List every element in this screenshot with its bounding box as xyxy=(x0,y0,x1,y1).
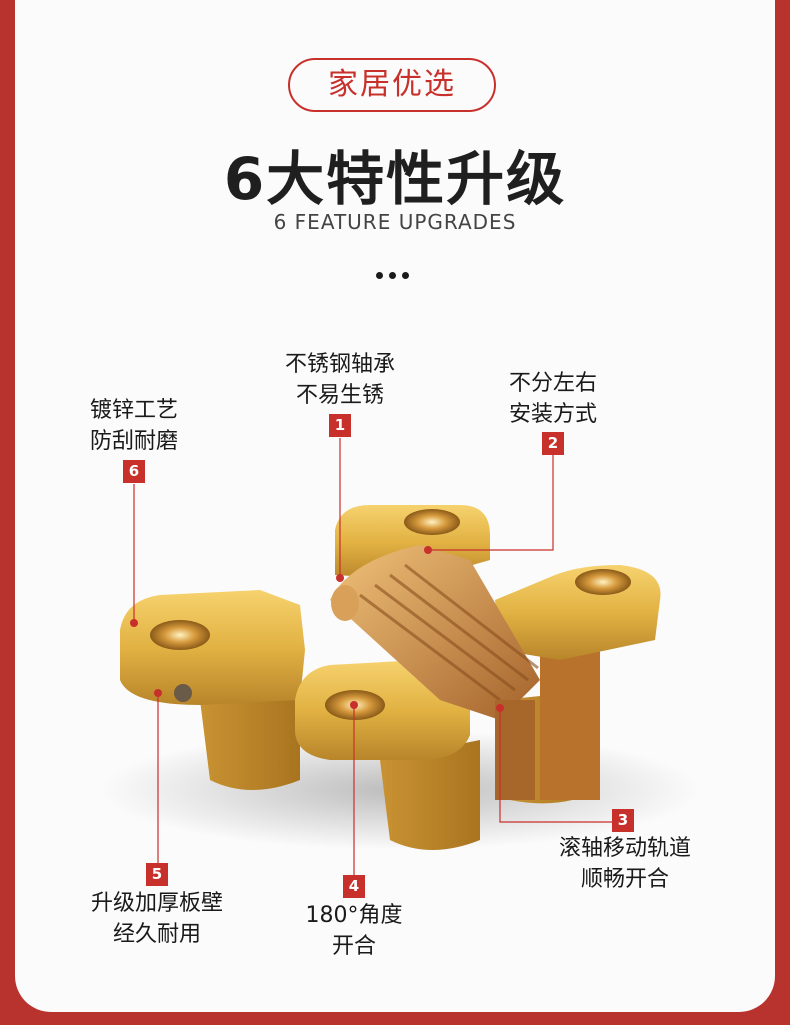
feature-1-number: 1 xyxy=(329,414,351,437)
feature-4-number: 4 xyxy=(343,875,365,898)
feature-1-label: 不锈钢轴承 不易生锈 xyxy=(284,352,395,408)
hinge-body-front xyxy=(380,740,480,850)
callout-lines xyxy=(133,438,612,875)
feature-5-label: 升级加厚板壁 经久耐用 xyxy=(90,891,223,947)
hinge-inner-right xyxy=(540,640,600,800)
side-screw xyxy=(174,684,192,702)
feature-4-label: 180°角度 开合 xyxy=(305,903,403,959)
feature-2-number: 2 xyxy=(542,432,564,455)
hinge-body-left xyxy=(200,700,300,790)
callout-dots xyxy=(130,546,504,712)
category-badge: 家居优选 xyxy=(288,58,496,112)
feature-2-label: 不分左右 安装方式 xyxy=(508,371,597,427)
bearing-roller xyxy=(331,585,359,621)
feature-5-number: 5 xyxy=(146,863,168,886)
feature-6-number: 6 xyxy=(123,460,145,483)
page-title: 6大特性升级 xyxy=(223,145,567,213)
screw-hole-back xyxy=(404,509,460,535)
screw-hole-left xyxy=(150,620,210,650)
divider-dots xyxy=(373,264,412,283)
hinge-arm-grooves xyxy=(359,563,539,702)
feature-3-number: 3 xyxy=(612,809,634,832)
hinge-track xyxy=(495,700,535,800)
hinge-plate-left xyxy=(120,590,305,705)
feature-6-label: 镀锌工艺 防刮耐磨 xyxy=(89,398,178,454)
page-subtitle: 6 FEATURE UPGRADES xyxy=(273,210,517,234)
feature-3-label: 滚轴移动轨道 顺畅开合 xyxy=(558,836,691,892)
screw-hole-right xyxy=(575,569,631,595)
